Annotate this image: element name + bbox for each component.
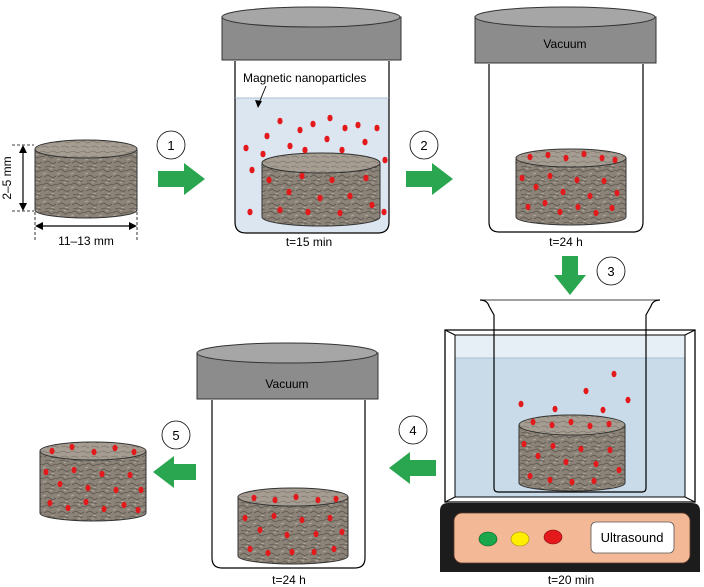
step-1-marker: 1 — [156, 130, 186, 160]
sample-in-solution — [261, 162, 381, 227]
vacuum-jar-1: Vacuum — [474, 6, 657, 233]
jar-lid — [221, 6, 402, 61]
led-yellow — [510, 531, 530, 547]
particles-final — [43, 443, 144, 514]
sample-ultrasound — [518, 424, 626, 492]
time-label-4: t=24 h — [272, 573, 306, 587]
step-3-number: 3 — [607, 264, 614, 279]
step-5-number: 5 — [172, 428, 179, 443]
particles-jar1 — [243, 114, 388, 217]
arrow-step-1 — [158, 163, 205, 195]
sample-vacuum-2 — [237, 496, 349, 565]
led-red — [543, 529, 563, 545]
nanoparticles-annotation: Magnetic nanoparticles — [243, 71, 366, 108]
vacuum-jar-2: Vacuum — [196, 342, 379, 569]
jar-solution — [221, 6, 402, 234]
time-label-3: t=20 min — [548, 573, 594, 587]
vacuum-label-2: Vacuum — [265, 377, 308, 391]
vacuum-lid-1 — [474, 6, 657, 64]
time-label-2: t=24 h — [549, 235, 583, 249]
arrow-step-2 — [406, 163, 453, 195]
arrow-step-4 — [389, 452, 436, 484]
dimension-height-label: 2–5 mm — [0, 156, 14, 199]
step-2-marker: 2 — [409, 130, 439, 160]
vacuum-label-1: Vacuum — [543, 37, 586, 51]
sample-top — [34, 139, 138, 159]
particles-ultrasound — [518, 370, 631, 486]
dimension-height: 2–5 mm — [0, 144, 34, 212]
ultrasonic-bath: Ultrasound — [440, 299, 700, 572]
vacuum-lid-2 — [196, 342, 379, 400]
dimension-width: 11–13 mm — [34, 212, 138, 248]
step-1-number: 1 — [167, 138, 174, 153]
ultrasound-device: Ultrasound — [440, 503, 700, 572]
arrow-step-5 — [153, 456, 196, 488]
final-sample — [39, 441, 147, 522]
ultrasound-label: Ultrasound — [601, 530, 664, 545]
step-4-marker: 4 — [398, 415, 428, 445]
step-4-number: 4 — [409, 423, 416, 438]
sample-body — [34, 148, 138, 219]
arrow-step-3 — [554, 256, 586, 295]
beaker — [479, 299, 661, 493]
step-3-marker: 3 — [596, 256, 626, 286]
particles-vacuum-1 — [519, 150, 620, 217]
dimension-width-label: 11–13 mm — [58, 234, 114, 248]
step-2-number: 2 — [420, 138, 427, 153]
nanoparticles-label: Magnetic nanoparticles — [243, 71, 366, 85]
initial-sample — [34, 139, 138, 219]
sample-vacuum-1 — [515, 157, 627, 226]
led-green — [478, 531, 498, 547]
particles-vacuum-2 — [242, 493, 345, 557]
ultrasound-display — [590, 521, 675, 554]
time-label-1: t=15 min — [286, 235, 332, 249]
step-5-marker: 5 — [161, 420, 191, 450]
